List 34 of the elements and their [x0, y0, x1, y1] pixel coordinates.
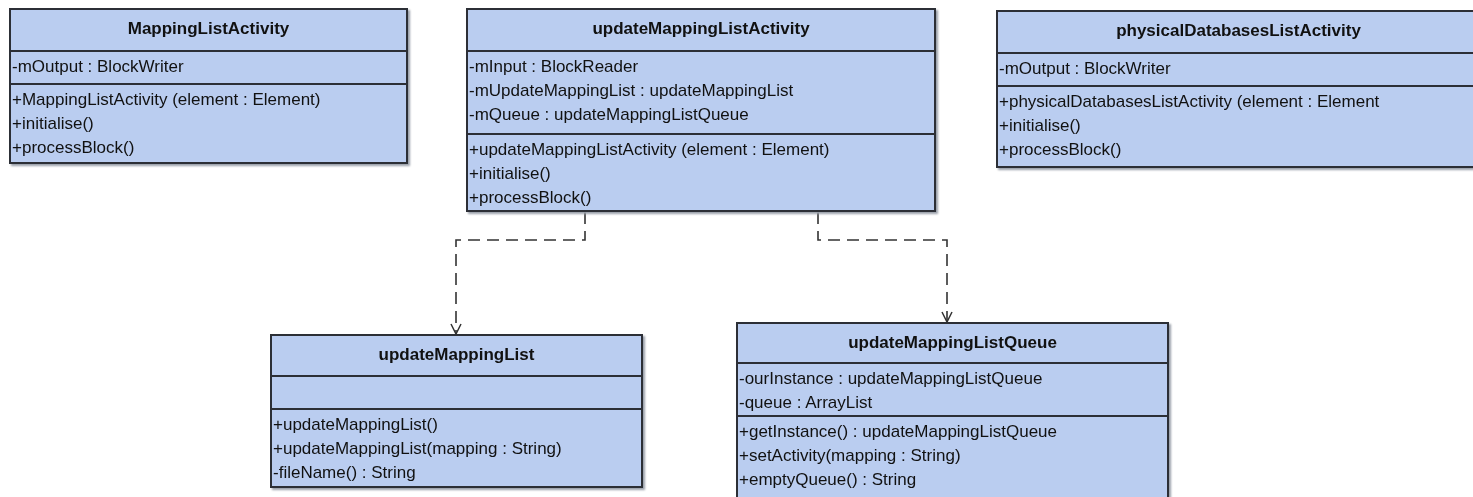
operation-text: +processBlock(): [12, 137, 136, 159]
operation-text: +updateMappingList(): [273, 414, 439, 436]
attribute-text: -mOutput : BlockWriter: [999, 58, 1172, 80]
attribute-text: -mInput : BlockReader: [469, 56, 640, 78]
attribute-text: -mOutput : BlockWriter: [12, 56, 185, 78]
operation-text: +processBlock(): [999, 139, 1123, 161]
class-box: [270, 334, 643, 488]
class-name: MappingListActivity: [126, 18, 291, 39]
operation-text: +getInstance() : updateMappingListQueue: [739, 421, 1059, 443]
operation-text: +setActivity(mapping : String): [739, 445, 962, 467]
operation-text: +MappingListActivity (element : Element): [12, 89, 322, 111]
class-name: physicalDatabasesListActivity: [1115, 20, 1362, 41]
dependency-arrow: [450, 211, 586, 335]
operation-text: +processBlock(): [469, 187, 593, 209]
operation-text: +updateMappingListActivity (element : Element): [469, 139, 831, 161]
operation-text: +initialise(): [999, 115, 1082, 137]
operation-text: +initialise(): [12, 113, 95, 135]
class-name: updateMappingListQueue: [847, 332, 1058, 353]
class-name: updateMappingListActivity: [591, 18, 811, 39]
operation-text: +physicalDatabasesListActivity (element : Element: [999, 91, 1381, 113]
class-box: [736, 322, 1169, 497]
operation-text: +initialise(): [469, 163, 552, 185]
attribute-text: -mUpdateMappingList : updateMappingList: [469, 80, 795, 102]
operation-text: -fileName() : String: [273, 462, 417, 484]
attribute-text: -ourInstance : updateMappingListQueue: [739, 368, 1044, 390]
attribute-text: -queue : ArrayList: [739, 392, 874, 414]
attribute-text: -mQueue : updateMappingListQueue: [469, 104, 750, 126]
operation-text: +emptyQueue() : String: [739, 469, 918, 491]
dependency-arrow: [817, 211, 953, 323]
class-name: updateMappingList: [377, 344, 536, 365]
operation-text: +updateMappingList(mapping : String): [273, 438, 563, 460]
class-box: [996, 10, 1473, 168]
class-box: [466, 8, 936, 212]
class-box: [9, 8, 408, 164]
